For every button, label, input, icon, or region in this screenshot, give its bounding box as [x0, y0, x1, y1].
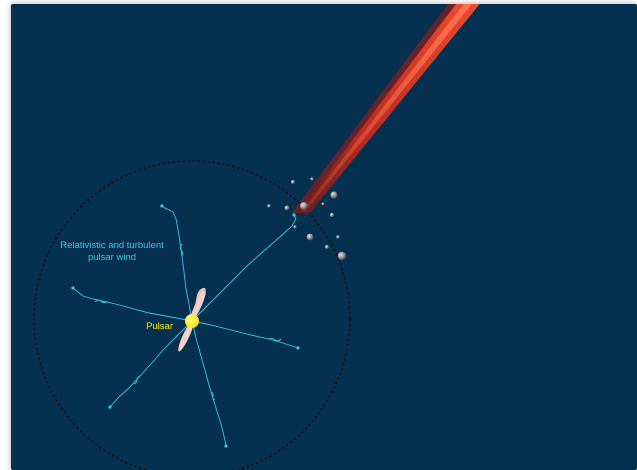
pulsar-label: Pulsar — [146, 321, 173, 332]
pulsar-beam-icon — [178, 287, 206, 352]
wind-label-line1: Relativistic and turbulent — [60, 240, 164, 251]
asteroid-icon — [267, 177, 347, 261]
red-jet-icon — [291, 4, 480, 214]
wind-line-left — [73, 288, 193, 322]
wind-line-upper-left — [162, 206, 193, 322]
wind-boundary-circle — [33, 160, 351, 470]
wind-line-upper-right — [191, 214, 297, 322]
wind-line-lower-left — [110, 320, 193, 407]
background — [11, 4, 637, 470]
pulsar-dot-icon — [185, 314, 199, 328]
wind-line-endpoints — [71, 204, 300, 448]
wind-label-line2: pulsar wind — [88, 252, 136, 263]
diagram-panel: Relativistic and turbulent pulsar wind P… — [11, 4, 637, 470]
wind-line-right — [191, 320, 299, 349]
pulsar-wind-diagram: Relativistic and turbulent pulsar wind P… — [11, 4, 637, 470]
pulsar-wind-lines — [73, 206, 299, 446]
